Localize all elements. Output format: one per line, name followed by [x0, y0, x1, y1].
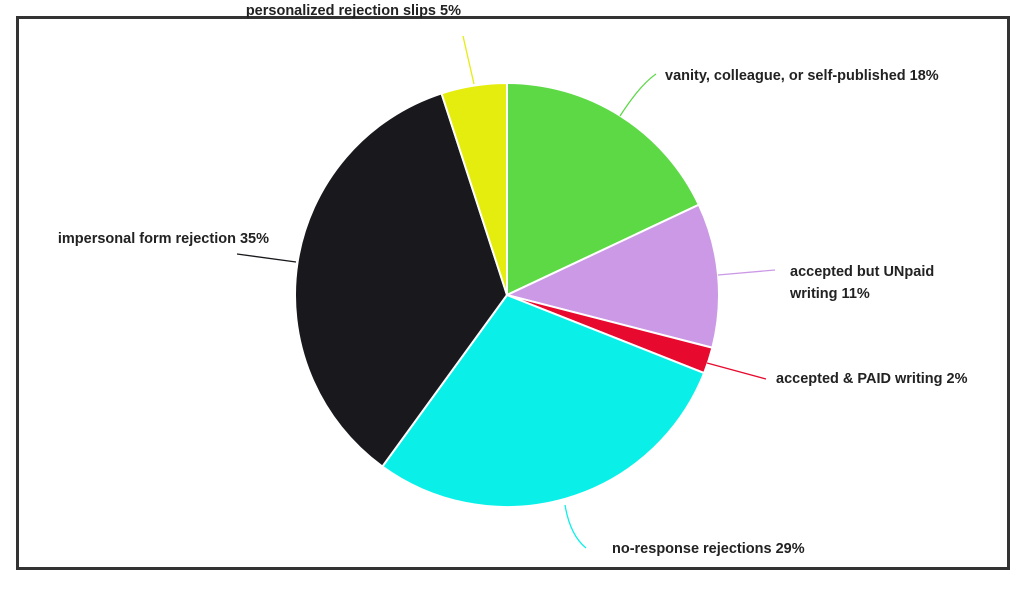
chart-frame: [16, 16, 1010, 570]
pie-slice-unpaid: [504, 203, 720, 349]
leader-line-unpaid: [717, 269, 776, 276]
label-unpaid-line2: writing 11%: [789, 286, 870, 302]
label-unpaid-line1: accepted but UNpaid: [790, 264, 934, 280]
leader-line-paid: [706, 362, 767, 380]
pie-slice-no-response: [380, 293, 706, 508]
label-impersonal: impersonal form rejection 35%: [58, 231, 269, 247]
label-vanity: vanity, colleague, or self-published 18%: [665, 68, 939, 84]
leader-line-vanity: [619, 73, 657, 117]
pie-slice-impersonal: [294, 92, 509, 468]
pie-slice-personalized: [440, 81, 508, 296]
leader-line-no-response: [564, 504, 587, 549]
label-no-response: no-response rejections 29%: [612, 541, 805, 557]
label-personalized: personalized rejection slips 5%: [246, 3, 461, 19]
leader-line-impersonal: [236, 253, 297, 263]
label-paid: accepted & PAID writing 2%: [776, 371, 968, 387]
leader-line-personalized: [462, 35, 475, 85]
